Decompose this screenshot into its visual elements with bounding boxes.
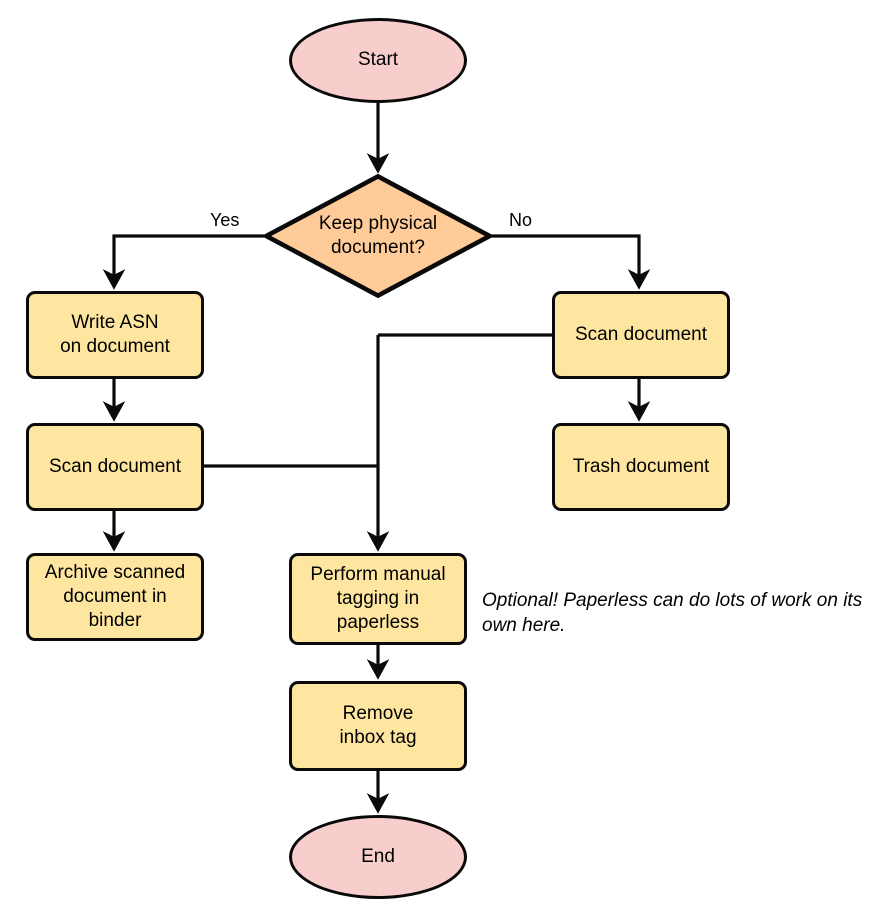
edge-decision-no-to-scan-right xyxy=(492,234,651,290)
node-end-label: End xyxy=(361,845,395,867)
node-tagging-label: Perform manual tagging in paperless xyxy=(310,563,446,634)
node-archive-label: Archive scanned document in binder xyxy=(44,561,186,632)
optional-note-text: Optional! Paperless can do lots of work … xyxy=(482,590,863,637)
node-remove-inbox-tag-label: Remove inbox tag xyxy=(339,702,417,748)
node-scan-document-left[interactable]: Scan document xyxy=(26,423,204,511)
node-scan-document-left-label: Scan document xyxy=(48,455,182,477)
node-decision-label: Keep physical document? xyxy=(318,212,438,258)
node-keep-physical-document-decision[interactable]: Keep physical document? xyxy=(264,174,492,298)
edge-decision-yes-to-write-asn xyxy=(102,234,264,290)
node-scan-document-right-label: Scan document xyxy=(574,323,708,345)
node-start-label: Start xyxy=(357,49,399,71)
node-archive-scanned-document-in-binder[interactable]: Archive scanned document in binder xyxy=(26,553,204,641)
edge-label-yes: Yes xyxy=(210,210,240,230)
diamond-shape-icon xyxy=(264,174,492,298)
edge-label-no: No xyxy=(509,210,533,230)
node-trash-document[interactable]: Trash document xyxy=(552,423,730,511)
node-start[interactable]: Start xyxy=(289,18,467,103)
node-trash-document-label: Trash document xyxy=(572,455,710,477)
node-perform-manual-tagging-in-paperless[interactable]: Perform manual tagging in paperless xyxy=(289,553,467,645)
node-end[interactable]: End xyxy=(289,815,467,899)
node-write-asn-on-document[interactable]: Write ASN on document xyxy=(26,291,204,379)
node-scan-document-right[interactable]: Scan document xyxy=(552,291,730,379)
node-remove-inbox-tag[interactable]: Remove inbox tag xyxy=(289,681,467,771)
node-write-asn-label: Write ASN on document xyxy=(60,311,170,357)
